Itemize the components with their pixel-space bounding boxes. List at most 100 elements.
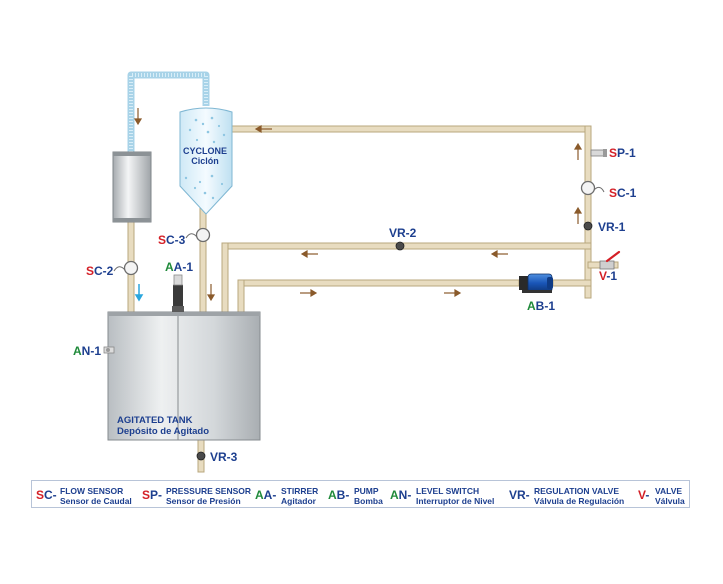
vr3-label: VR-3 <box>210 451 237 464</box>
pump-ab1 <box>519 273 553 293</box>
legend-code-rest: A- <box>263 488 277 502</box>
sp1-label-rest: P-1 <box>617 146 636 160</box>
flow-arrow <box>133 108 143 126</box>
pipe-cyclone-return-top <box>231 125 592 133</box>
legend-code: AB- <box>328 489 349 501</box>
an1-label: AN-1 <box>73 345 101 358</box>
legend-code: SC- <box>36 489 57 501</box>
flow-arrow <box>490 249 508 259</box>
legend-code-rest: B- <box>336 488 350 502</box>
flow-sensor-sc3 <box>185 227 211 243</box>
tank-label: AGITATED TANK Depósito de Agitado <box>117 415 209 437</box>
legend-code-rest: N- <box>398 488 412 502</box>
regulation-valve-vr2[interactable] <box>395 241 405 251</box>
flow-arrow <box>573 206 583 224</box>
legend-code-letter: V <box>509 488 518 502</box>
ab1-label-letter: A <box>527 299 536 313</box>
legend-code-rest: P- <box>150 488 163 502</box>
flow-sensor-sc1 <box>580 180 605 196</box>
aa1-label-rest: A-1 <box>173 260 194 274</box>
vr2-label: VR-2 <box>389 227 416 240</box>
cyclone-label-es: Ciclón <box>191 156 219 166</box>
legend-en: FLOW SENSOR <box>60 486 124 496</box>
pressure-sensor-sp1 <box>590 149 607 157</box>
an1-label-rest: N-1 <box>81 344 102 358</box>
flow-arrows <box>133 108 583 302</box>
legend-code: SP- <box>142 489 162 501</box>
flow-arrow <box>300 288 318 298</box>
agitated-tank <box>107 311 261 441</box>
legend-es: Interruptor de Nivel <box>416 495 495 506</box>
legend-code-letter: V <box>638 488 646 502</box>
flow-arrow <box>444 288 462 298</box>
vr1-label-text: VR-1 <box>598 220 626 234</box>
process-pipes <box>127 125 619 473</box>
sc2-label-rest: C-2 <box>94 264 114 278</box>
tank-label-en: AGITATED TANK <box>117 415 193 426</box>
cyclone-label: CYCLONE Ciclón <box>175 146 235 166</box>
aa1-label-letter: A <box>165 260 174 274</box>
legend-es: Bomba <box>354 495 383 506</box>
filter-cartridge <box>112 151 152 223</box>
legend-es: Válvula de Regulación <box>534 495 625 506</box>
legend-en: PRESSURE SENSOR <box>166 486 252 496</box>
vr1-label: VR-1 <box>598 221 625 234</box>
valve-v1[interactable] <box>599 250 621 270</box>
legend-code-letter: S <box>36 488 45 502</box>
level-switch <box>103 346 115 354</box>
ab1-label: AB-1 <box>527 300 555 313</box>
aa1-label: AA-1 <box>165 261 193 274</box>
legend-es: Sensor de Caudal <box>60 495 132 506</box>
flow-arrow <box>573 142 583 160</box>
pipe-pump-down <box>237 279 245 314</box>
legend-en: VALVE <box>655 486 683 496</box>
cyclone-vessel <box>179 107 233 215</box>
legend-en: STIRRER <box>281 486 319 496</box>
sc3-label: SC-3 <box>158 234 185 247</box>
stirrer-motor <box>172 274 184 312</box>
legend-es: Sensor de Presión <box>166 495 241 506</box>
regulation-valve-vr3[interactable] <box>196 451 206 461</box>
sc1-label-letter: S <box>609 186 618 200</box>
legend-code-letter: S <box>142 488 151 502</box>
legend-code: VR- <box>509 489 530 501</box>
vr2-label-text: VR-2 <box>389 226 417 240</box>
pipe-pump-line <box>237 279 520 287</box>
v1-label-letter: V <box>599 269 607 283</box>
legend-code-letter: A <box>255 488 264 502</box>
sc2-label-letter: S <box>86 264 95 278</box>
regulation-valve-vr1[interactable] <box>583 221 593 231</box>
pipe-pump-outlet <box>552 279 592 287</box>
legend-code: AA- <box>255 489 276 501</box>
legend-code-letter: A <box>328 488 337 502</box>
legend-en: PUMP <box>354 486 379 496</box>
sc2-label: SC-2 <box>86 265 113 278</box>
flow-arrow <box>300 249 318 259</box>
ab1-label-rest: B-1 <box>535 299 556 313</box>
v1-label: V-1 <box>599 270 617 283</box>
legend-code-rest: C- <box>44 488 57 502</box>
sc1-label: SC-1 <box>609 187 636 200</box>
v1-label-rest: -1 <box>606 269 618 283</box>
pipe-vr2-down <box>221 242 229 314</box>
flow-sensor-sc2 <box>113 260 139 276</box>
legend-code: V- <box>638 489 649 501</box>
legend-code: AN- <box>390 489 411 501</box>
flow-arrow <box>254 124 272 134</box>
legend-en: LEVEL SWITCH <box>416 486 480 496</box>
